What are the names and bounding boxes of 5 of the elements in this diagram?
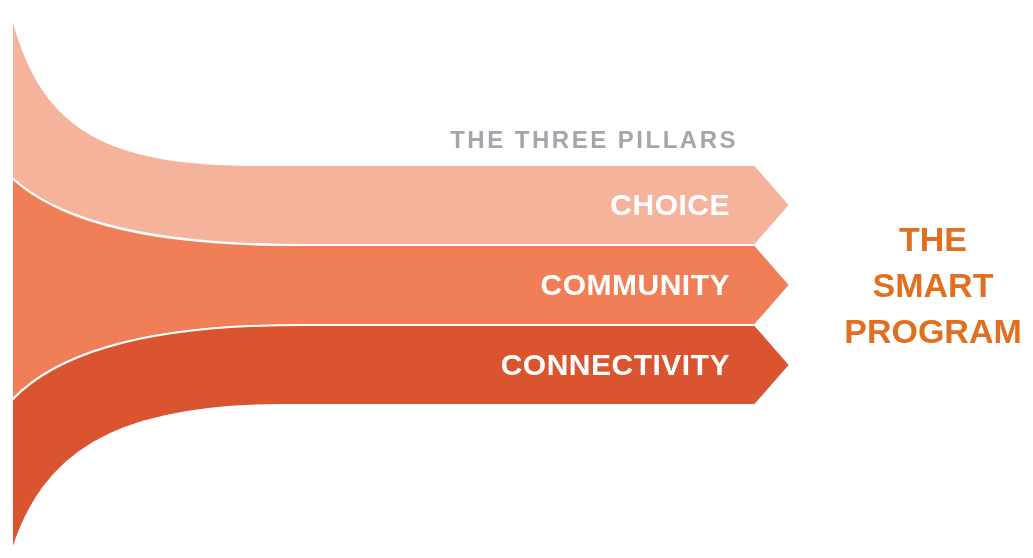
heading: THE THREE PILLARS [450,126,738,154]
pillar-label: CHOICE [610,187,730,223]
pillar-label: COMMUNITY [540,267,730,303]
program-title: THE SMART PROGRAM [843,219,1023,352]
pillar-label: CONNECTIVITY [500,347,730,383]
